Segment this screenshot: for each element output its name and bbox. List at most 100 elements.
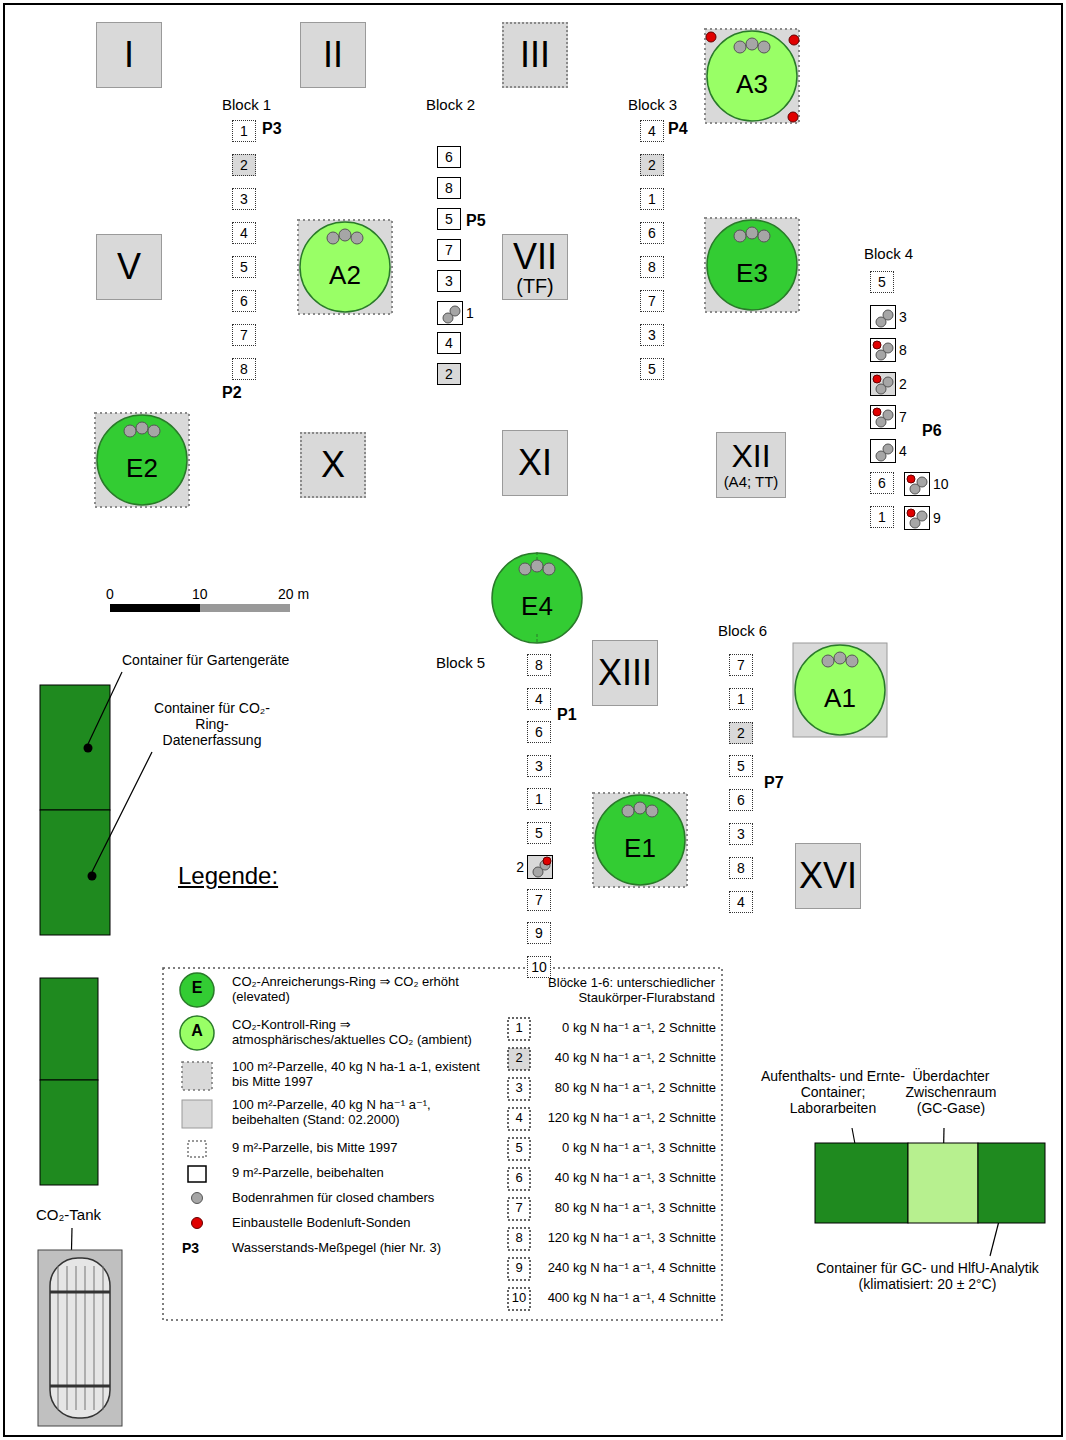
legend-number: 7 [508, 1201, 530, 1216]
container [40, 1080, 98, 1185]
plot-9m2: 8 [640, 256, 664, 278]
legend-sample [180, 973, 214, 1007]
chamber-frames [873, 341, 881, 349]
legend-text: 9 m²-Parzelle, beibehalten [232, 1166, 494, 1181]
co2-ring: E4 [490, 551, 584, 645]
plot-9m2: 6 [437, 146, 461, 168]
plot-name: II [323, 36, 343, 74]
plot-9m2: 3 [729, 823, 753, 845]
plot-9m2: 7 [870, 405, 896, 429]
ring-outline [734, 230, 746, 242]
gauge-number: P4 [668, 120, 688, 138]
plot-number: 9 [933, 510, 941, 526]
co2-tank [67, 1266, 68, 1410]
legend-text: 100 m²-Parzelle, 40 kg N ha-1 a-1, exist… [232, 1060, 494, 1090]
plot-9m2: 4 [232, 222, 256, 244]
legend-sample [508, 1078, 530, 1100]
gauge-number: P1 [557, 706, 577, 724]
plot-number: 4 [240, 226, 248, 241]
plot-name: X [321, 446, 345, 484]
plot-9m2: 8 [437, 177, 461, 199]
legend-symbol: P3 [182, 1240, 199, 1256]
legend-number: 1 [508, 1021, 530, 1036]
legend-text: CO₂-Anreicherungs-Ring ⇒ CO₂ erhöht (ele… [232, 975, 494, 1005]
plot-number: 8 [648, 260, 656, 275]
legend-text: 9 m²-Parzelle, bis Mitte 1997 [232, 1141, 494, 1156]
plot-number: 3 [737, 827, 745, 842]
plot-name: III [520, 36, 550, 74]
chamber-frames [917, 477, 927, 487]
plot-9m2: 3 [870, 305, 896, 329]
co2-ring: A2 [298, 220, 392, 314]
legend-symbol: E [189, 979, 205, 997]
co2-tank [38, 1250, 122, 1426]
plot-9m2: 2 [640, 154, 664, 176]
block-name: Block 1 [222, 96, 271, 113]
co2-tank [85, 1266, 86, 1410]
co2-ring: A1 [793, 643, 887, 737]
plot-9m2: 4 [870, 439, 896, 463]
ring-outline [595, 795, 685, 885]
legend-sample [192, 1193, 203, 1204]
gauge-number: P7 [764, 774, 784, 792]
legend-text: 400 kg N ha⁻¹ a⁻¹, 4 Schnitte [534, 1291, 716, 1306]
legend-text: 100 m²-Parzelle, 40 kg N ha⁻¹ a⁻¹, beibe… [232, 1098, 494, 1128]
co2-tank [58, 1266, 103, 1410]
legend-sample [508, 1258, 530, 1280]
chamber-frames [883, 343, 893, 353]
scale-label: 20 m [278, 586, 309, 602]
lab-container [978, 1143, 1045, 1223]
plot-number: 8 [737, 861, 745, 876]
chamber-frames [917, 511, 927, 521]
plot-9m2: 7 [232, 324, 256, 346]
plot-9m2: 1 [640, 188, 664, 210]
plot-9m2: 5 [640, 358, 664, 380]
legend-sample [508, 1018, 530, 1310]
plot-number: 5 [240, 260, 248, 275]
gauge-number: P3 [262, 120, 282, 138]
plot-9m2: 3 [640, 324, 664, 346]
plot-number: 10 [531, 960, 547, 975]
chamber-frames [883, 444, 893, 454]
leader-line [88, 672, 122, 744]
plot-number: 5 [535, 826, 543, 841]
chamber-frames [871, 339, 897, 363]
plot-number: 6 [737, 793, 745, 808]
container-label: Aufenthalts- und Ernte-Container; Labora… [758, 1068, 908, 1116]
plot-9m2: 3 [437, 270, 461, 292]
co2-ring: E2 [95, 413, 189, 507]
plot-9m2: 5 [232, 256, 256, 278]
ring-outline [492, 553, 582, 643]
ring-outline [746, 38, 758, 50]
plot-number: 1 [466, 305, 474, 321]
plot-9m2: 6 [729, 789, 753, 811]
ring-outline [300, 222, 390, 312]
container [40, 685, 110, 1185]
legend-sample [508, 1228, 530, 1250]
ring-outline [148, 425, 160, 437]
gauge-number: P6 [922, 422, 942, 440]
plot-number: 1 [878, 510, 886, 525]
chamber-frames [871, 406, 897, 430]
legend-text: Einbaustelle Bodenluft-Sonden [232, 1216, 494, 1231]
legend-sample [508, 1018, 530, 1040]
plot-9m2: 8 [232, 358, 256, 380]
scale-label: 10 [192, 586, 208, 602]
scale-label: 0 [106, 586, 114, 602]
ring-outline [136, 422, 148, 434]
ring-outline [622, 805, 634, 817]
legend-text: Wasserstands-Meßpegel (hier Nr. 3) [232, 1241, 494, 1256]
ring-outline [519, 563, 531, 575]
plot-number: 7 [240, 328, 248, 343]
old-plot-under-ring [298, 220, 392, 314]
plot-number: 5 [445, 212, 453, 227]
lab-container [815, 1143, 1045, 1223]
legend-heading: Blöcke 1-6: unterschiedlicher Staukörper… [505, 976, 715, 1006]
ring-name: E3 [736, 242, 768, 287]
ring-outline [758, 230, 770, 242]
co2-tank [76, 1266, 77, 1410]
plot-9m2: 1 [527, 788, 551, 810]
plot-number: 2 [445, 367, 453, 382]
plot-9m2: 2 [729, 722, 753, 744]
plot-9m2: 8 [729, 857, 753, 879]
